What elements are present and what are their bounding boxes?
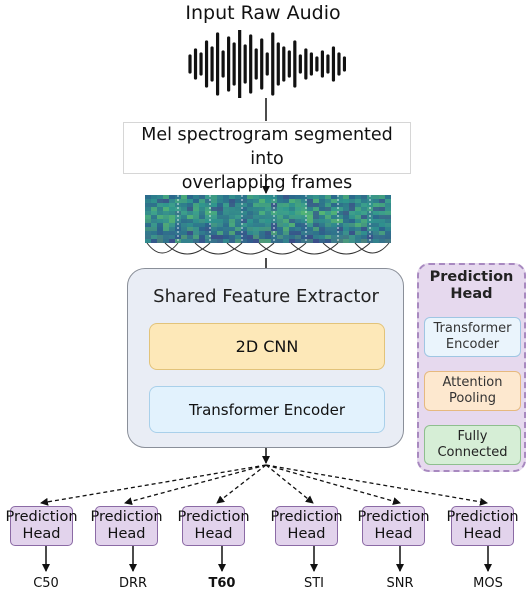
prediction-head-detail-title: Prediction Head — [429, 269, 514, 302]
mel-box-line-2: overlapping frames — [181, 173, 353, 193]
metric-sti: STI — [303, 576, 325, 591]
mel-box-line-1: Mel spectrogram segmented into — [141, 125, 393, 169]
cnn-label: 2D CNN — [235, 337, 299, 356]
metric-c50: C50 — [33, 576, 59, 591]
head-label: Prediction Head — [5, 509, 78, 542]
transformer-encoder-label: Transformer Encoder — [188, 400, 346, 419]
head-label: Prediction Head — [357, 509, 430, 542]
fanout-line-c50 — [40, 464, 267, 506]
prediction-head-drr: Prediction Head — [90, 506, 163, 546]
audio-waveform-icon — [188, 30, 346, 98]
head-label: Prediction Head — [177, 509, 250, 542]
detail-attention-pooling: Attention Pooling — [424, 371, 521, 411]
feature-extractor-title: Shared Feature Extractor — [153, 286, 379, 307]
metric-t60: T60 — [208, 576, 236, 591]
head-label: Prediction Head — [270, 509, 343, 542]
mel-spectrogram-box: Mel spectrogram segmented into overlappi… — [123, 122, 411, 193]
metric-snr: SNR — [386, 576, 414, 591]
overlap-arcs — [146, 242, 390, 255]
head-label: Prediction Head — [90, 509, 163, 542]
cnn-block: 2D CNN — [149, 323, 385, 370]
transformer-encoder-block: Transformer Encoder — [149, 386, 385, 433]
fanout-line-snr — [265, 464, 401, 505]
input-audio-title: Input Raw Audio — [185, 2, 341, 24]
prediction-head-t60: Prediction Head — [177, 506, 250, 546]
fanout-line-mos — [265, 464, 488, 506]
head-label: Prediction Head — [446, 509, 519, 542]
detail-fully-connected: Fully Connected — [424, 425, 521, 465]
fanout-line-t60 — [216, 464, 267, 504]
fanout-lines — [40, 464, 488, 506]
detail-transformer-encoder: Transformer Encoder — [424, 317, 521, 357]
mel-spectrogram-image — [145, 195, 391, 255]
detail-transformer-label: Transformer Encoder — [433, 321, 512, 352]
detail-fc-label: Fully Connected — [437, 429, 508, 460]
fanout-line-sti — [265, 464, 314, 504]
prediction-head-sti: Prediction Head — [270, 506, 343, 546]
prediction-head-c50: Prediction Head — [5, 506, 78, 546]
prediction-head-snr: Prediction Head — [357, 506, 430, 546]
prediction-head-mos: Prediction Head — [446, 506, 519, 546]
fanout-line-drr — [124, 464, 267, 506]
detail-pooling-label: Attention Pooling — [442, 375, 503, 406]
head-output-arrows — [42, 545, 492, 572]
metric-drr: DRR — [118, 576, 148, 591]
metric-mos: MOS — [473, 576, 503, 591]
